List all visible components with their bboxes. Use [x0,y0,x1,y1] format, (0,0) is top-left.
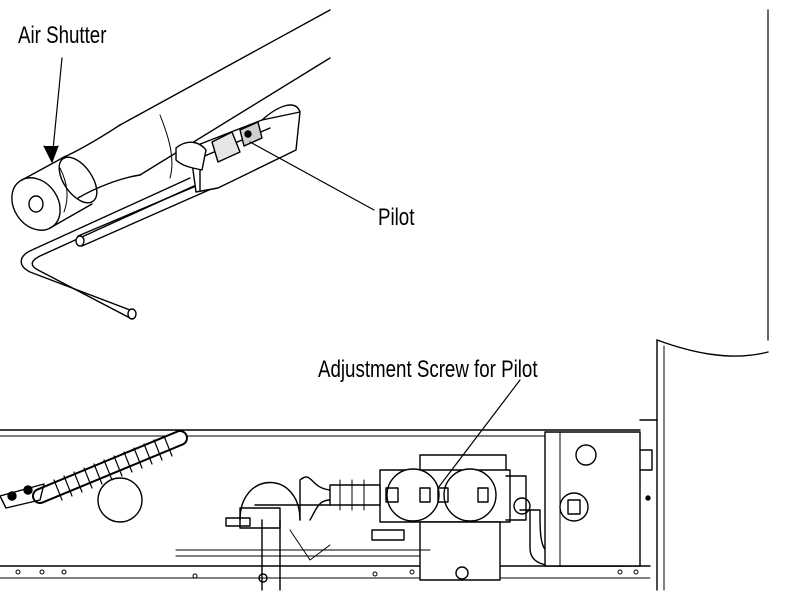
burner-tube [2,10,330,240]
cabinet-edge [640,10,768,590]
manifold-panel [0,430,650,582]
leader-lines-upper [44,58,374,210]
control-box [545,432,652,566]
pilot-bracket [176,105,300,192]
gas-tubes [21,178,218,319]
spring-coil [0,436,180,522]
adjustment-screw-label: Adjustment Screw for Pilot [318,356,538,383]
pilot-label: Pilot [378,204,415,231]
valve-assembly [176,455,625,590]
leader-line-lower [438,380,520,488]
air-shutter-label: Air Shutter [18,22,107,49]
